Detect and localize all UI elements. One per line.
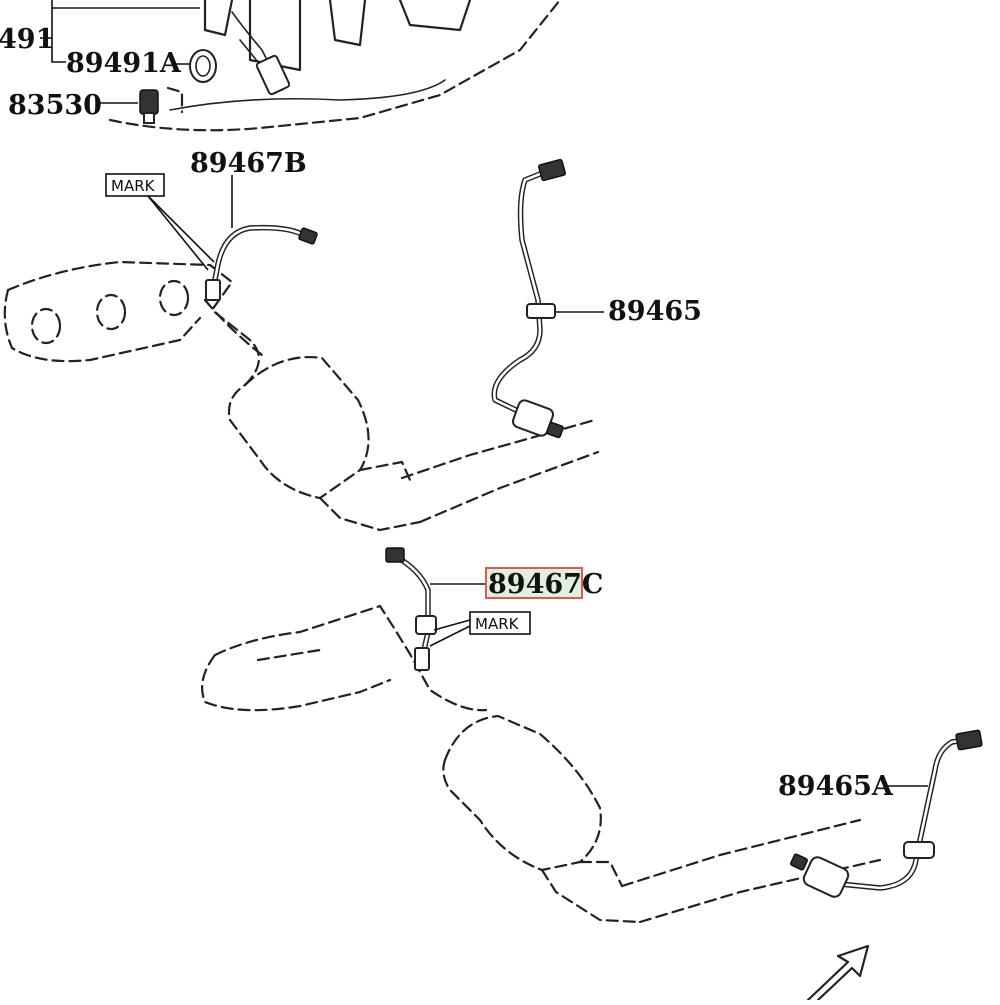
part-label-89491-partial: 491 xyxy=(0,24,54,55)
sensor-body-89467b xyxy=(205,279,221,301)
sensor-body-89465a xyxy=(802,856,850,898)
part-label-89465a: 89465A xyxy=(778,771,894,802)
callout-83530: 83530 xyxy=(8,86,184,124)
sensor-89465: 89465 xyxy=(491,158,702,439)
mark-text-lower: MARK xyxy=(475,615,520,633)
part-label-89467c: 89467C xyxy=(488,569,603,600)
connector-89467b xyxy=(298,227,318,245)
callout-89491a: 89491A xyxy=(66,48,217,83)
engine-block-fragment xyxy=(108,0,562,132)
grommet-89465 xyxy=(526,303,556,319)
callout-89491: 491 xyxy=(0,0,200,63)
mark-callout-lower: MARK xyxy=(429,611,531,647)
sensor-89467c: 89467C xyxy=(385,547,603,671)
upper-exhaust-manifold xyxy=(3,260,600,532)
part-label-89491a: 89491A xyxy=(66,48,182,79)
mark-box-lower xyxy=(469,611,531,635)
lower-exhaust-manifold xyxy=(201,604,882,924)
mark-text-upper: MARK xyxy=(111,177,156,195)
part-label-89467b: 89467B xyxy=(190,148,307,179)
part-label-83530: 83530 xyxy=(8,90,102,121)
part-label-89465: 89465 xyxy=(608,296,702,327)
switch-83530 xyxy=(139,89,159,115)
sensor-collar-89467c xyxy=(415,615,437,635)
grommet-89465a xyxy=(903,841,935,859)
mark-box-upper xyxy=(105,173,165,197)
bracket-part xyxy=(255,54,291,96)
connector-89465 xyxy=(538,158,566,182)
sensor-89465a: 89465A xyxy=(778,729,983,898)
connector-89467c xyxy=(385,547,405,563)
gasket-ring-89491a xyxy=(189,49,217,83)
highlight-89467c xyxy=(485,567,583,599)
mark-callout-upper: MARK xyxy=(105,173,215,271)
direction-arrow-icon xyxy=(806,944,870,1002)
sensor-body-89467c xyxy=(414,647,430,671)
sensor-89467b: 89467B xyxy=(190,148,318,301)
connector-89465a xyxy=(955,729,983,751)
